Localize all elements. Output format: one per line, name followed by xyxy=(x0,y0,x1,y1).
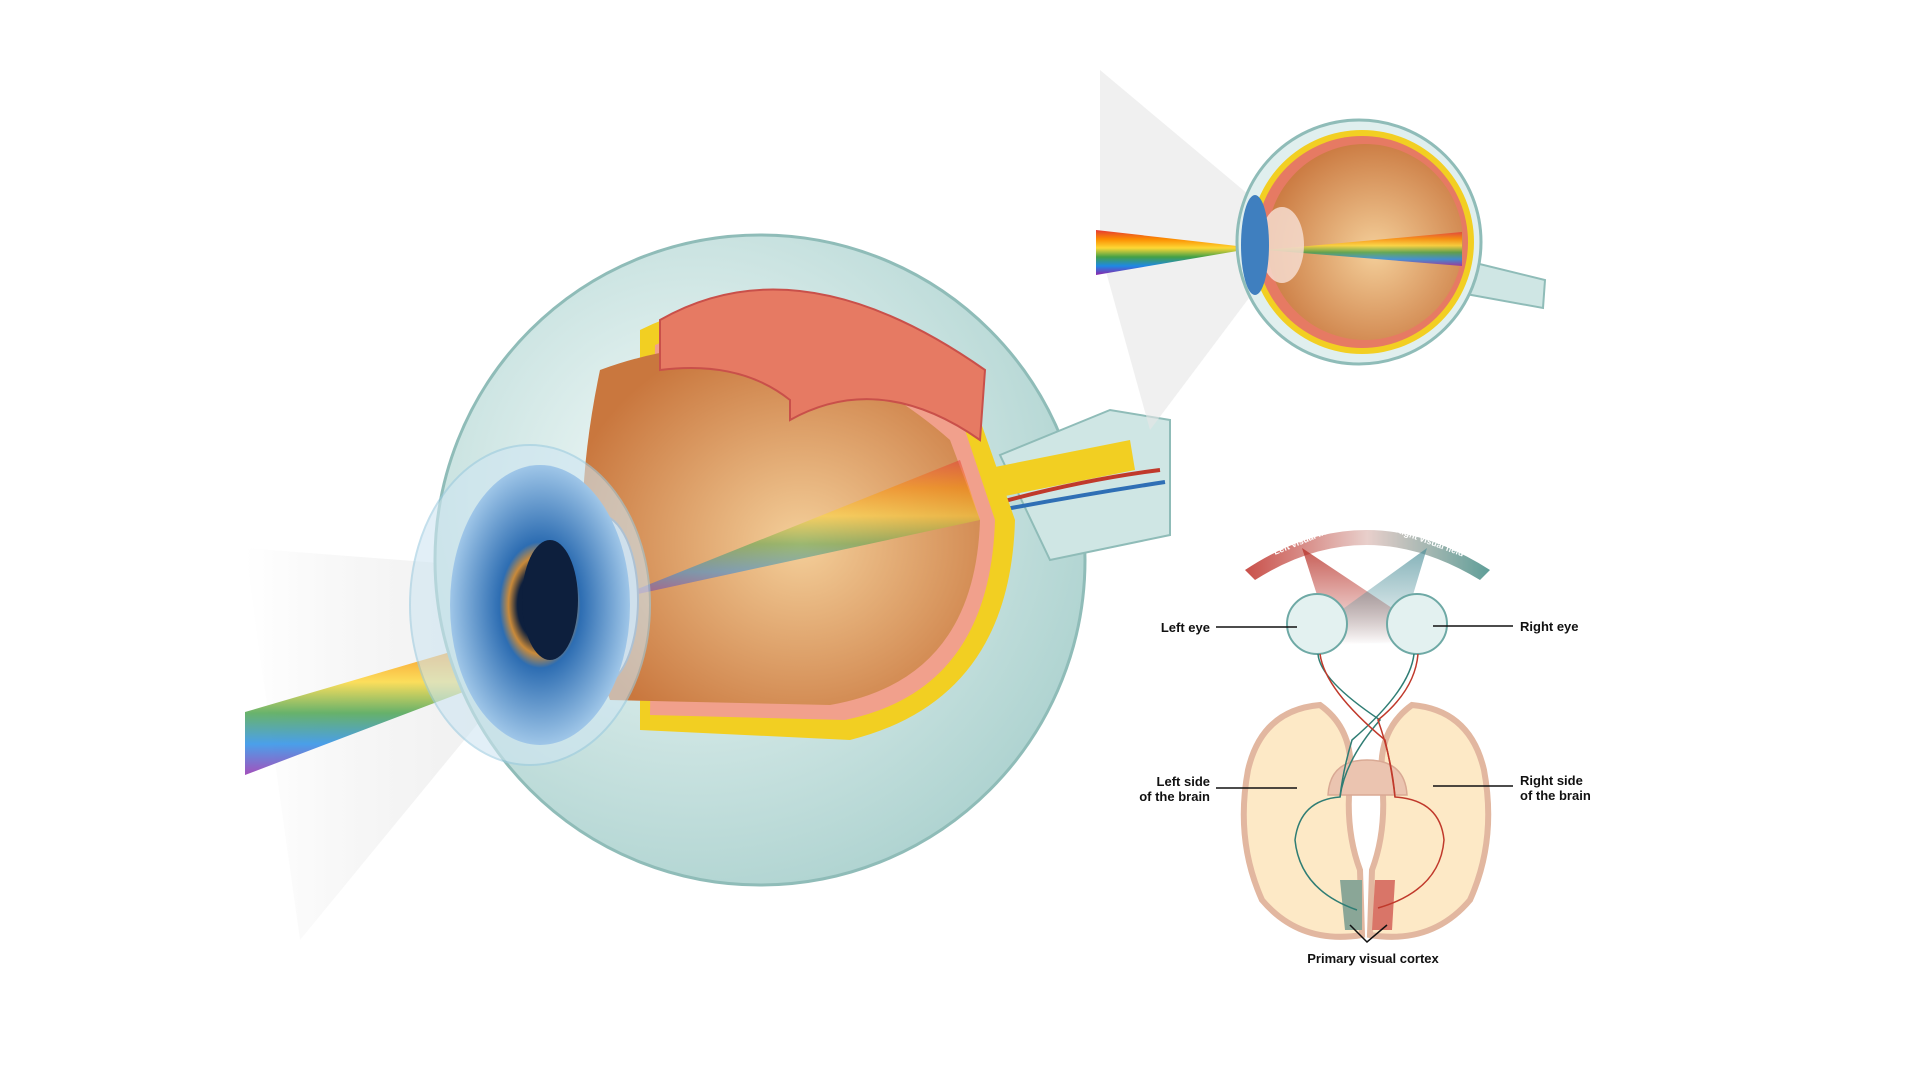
small-focused-rainbow xyxy=(1265,232,1462,266)
left-eye xyxy=(1286,593,1348,655)
teal-optic-pathway-2 xyxy=(1339,653,1415,798)
cortex-leader xyxy=(1349,924,1388,944)
right-eye xyxy=(1386,593,1448,655)
primary-visual-cortex-label: Primary visual cortex xyxy=(1307,951,1439,966)
optic-nerve-core xyxy=(980,440,1135,500)
right-eye-label: Right eye xyxy=(1520,619,1579,634)
small-lens xyxy=(1260,207,1304,283)
left-visual-cortex xyxy=(1340,880,1362,930)
pupil xyxy=(522,540,578,660)
visual-field-arc xyxy=(1245,530,1490,580)
red-optic-pathway-2 xyxy=(1377,653,1419,798)
visual-pathway-diagram: Left visual field Right visual field Lef… xyxy=(1139,523,1591,966)
left-eye-label: Left eye xyxy=(1161,620,1210,635)
blood-vessel-blue xyxy=(989,480,1166,514)
left-brain-label-line2: of the brain xyxy=(1139,789,1210,804)
retina-flap xyxy=(659,288,987,442)
focused-rainbow xyxy=(610,460,980,600)
left-brain-label-line1: Left side xyxy=(1157,774,1210,789)
red-optic-pathway xyxy=(1319,653,1445,909)
vitreous-body xyxy=(582,346,980,705)
small-eye-diagram xyxy=(1096,70,1547,430)
right-brain-label-line1: Right side xyxy=(1520,773,1583,788)
right-brain-label-line2: of the brain xyxy=(1520,788,1591,803)
small-cornea xyxy=(1241,195,1269,295)
right-visual-cortex xyxy=(1372,880,1395,930)
large-eye-cross-section xyxy=(245,233,1171,940)
small-rainbow-beam xyxy=(1096,230,1255,275)
blood-vessel-red xyxy=(989,468,1161,507)
